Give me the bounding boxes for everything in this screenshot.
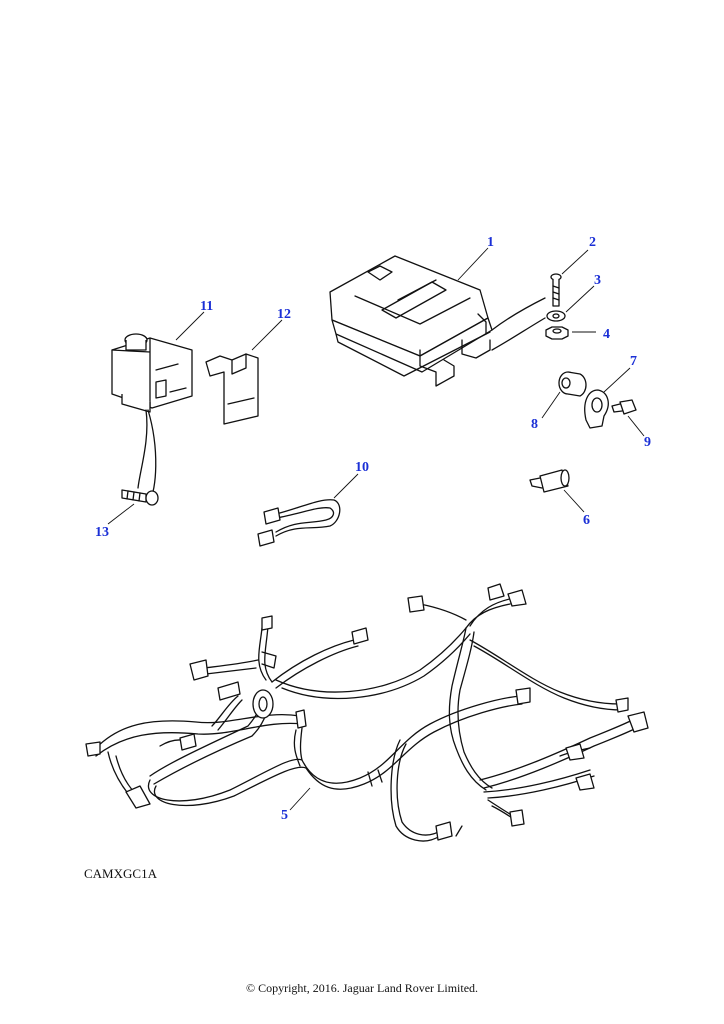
bracket-part-12 xyxy=(205,353,259,425)
callout-10: 10 xyxy=(355,460,369,475)
callout-1: 1 xyxy=(487,235,494,250)
clip-part-7 xyxy=(584,389,609,429)
callout-labels: 1 2 3 4 5 6 7 8 9 10 11 12 13 xyxy=(95,235,651,823)
callout-7: 7 xyxy=(630,354,637,369)
callout-3: 3 xyxy=(594,273,601,288)
grommet-part-8 xyxy=(558,371,587,397)
cap-part-6 xyxy=(529,469,570,493)
relay-part-11 xyxy=(111,333,193,413)
callout-5: 5 xyxy=(281,808,288,823)
control-module-part-1 xyxy=(329,255,493,387)
callout-12: 12 xyxy=(277,307,291,322)
washer-part-3 xyxy=(546,310,566,322)
diagram-reference-code: CAMXGC1A xyxy=(84,866,157,881)
callout-6: 6 xyxy=(583,513,590,528)
callout-8: 8 xyxy=(531,417,538,432)
callout-13: 13 xyxy=(95,525,109,540)
relay-wire-loop xyxy=(137,409,157,501)
link-harness-part-10 xyxy=(257,499,341,547)
copyright-notice: © Copyright, 2016. Jaguar Land Rover Lim… xyxy=(245,981,479,995)
leader-lines xyxy=(107,247,645,811)
bolt-part-13 xyxy=(121,489,159,506)
leader-fork-2-3 xyxy=(491,297,546,351)
screw-part-2 xyxy=(550,273,562,307)
callout-9: 9 xyxy=(644,435,651,450)
callout-11: 11 xyxy=(200,299,213,314)
bolt-part-9 xyxy=(611,399,637,415)
callout-4: 4 xyxy=(603,327,610,342)
main-harness-part-5 xyxy=(85,583,649,842)
nut-part-4 xyxy=(545,326,569,340)
callout-2: 2 xyxy=(589,235,596,250)
